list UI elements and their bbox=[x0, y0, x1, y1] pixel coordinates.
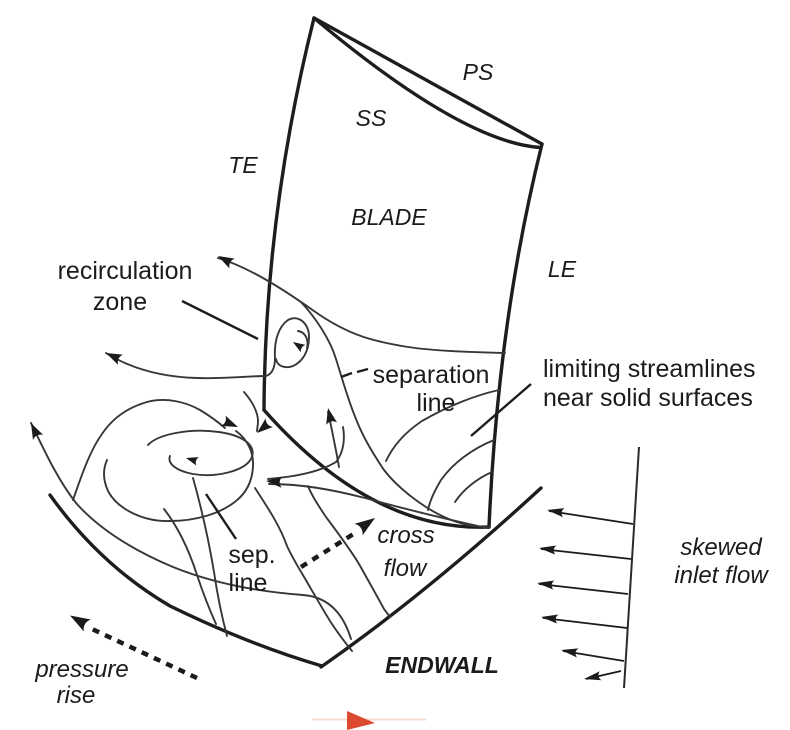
svg-text:SS: SS bbox=[356, 105, 387, 131]
svg-text:sep.: sep. bbox=[228, 541, 275, 569]
svg-text:pressure: pressure bbox=[34, 656, 128, 683]
svg-text:flow: flow bbox=[384, 555, 428, 582]
svg-text:near solid surfaces: near solid surfaces bbox=[543, 384, 753, 412]
svg-text:cross: cross bbox=[377, 522, 434, 549]
svg-text:line: line bbox=[229, 569, 268, 597]
svg-text:separation: separation bbox=[373, 361, 490, 389]
svg-text:recirculation: recirculation bbox=[58, 257, 193, 285]
svg-text:rise: rise bbox=[57, 682, 96, 709]
svg-text:zone: zone bbox=[93, 288, 147, 316]
svg-text:BLADE: BLADE bbox=[351, 204, 427, 230]
svg-text:LE: LE bbox=[548, 256, 577, 282]
svg-text:inlet flow: inlet flow bbox=[674, 562, 769, 589]
svg-text:line: line bbox=[417, 389, 456, 417]
svg-text:skewed: skewed bbox=[680, 534, 762, 561]
svg-text:ENDWALL: ENDWALL bbox=[385, 652, 499, 678]
svg-text:PS: PS bbox=[463, 59, 494, 85]
svg-text:TE: TE bbox=[228, 152, 258, 178]
svg-text:limiting streamlines: limiting streamlines bbox=[543, 355, 756, 383]
